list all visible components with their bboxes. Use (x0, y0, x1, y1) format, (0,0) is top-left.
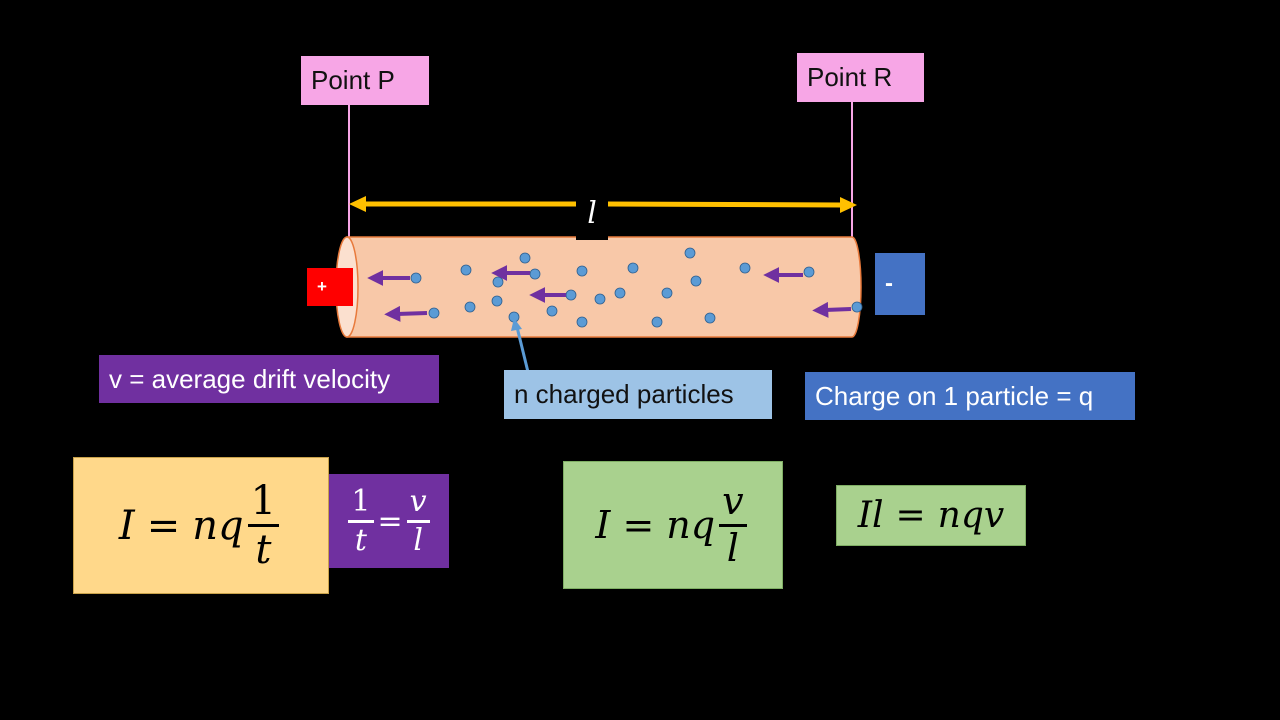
length-symbol: l (576, 186, 608, 240)
particle (428, 307, 440, 319)
particle (594, 293, 606, 305)
particle (661, 287, 673, 299)
length-arrow (349, 196, 857, 213)
positive-terminal: + (307, 268, 353, 306)
drift-velocity-label: v = average drift velocity (99, 355, 439, 403)
point-p-label: Point P (301, 56, 429, 105)
particle (614, 287, 626, 299)
equation-current-time: I = nq 1 t (73, 457, 329, 594)
particle (651, 316, 663, 328)
particle (546, 305, 558, 317)
particle (529, 268, 541, 280)
particle-pointer (515, 326, 530, 373)
particle (627, 262, 639, 274)
particle (704, 312, 716, 324)
particle (491, 295, 503, 307)
drift-arrows (367, 265, 852, 322)
particle (410, 272, 422, 284)
negative-terminal: - (875, 253, 925, 315)
charged-particles (410, 247, 863, 328)
particle (803, 266, 815, 278)
particle (690, 275, 702, 287)
particle (684, 247, 696, 259)
particle (519, 252, 531, 264)
particle (851, 301, 863, 313)
particle (576, 316, 588, 328)
particle (492, 276, 504, 288)
drift-arrow (384, 305, 428, 322)
particle (464, 301, 476, 313)
particle (460, 264, 472, 276)
drift-arrow (812, 301, 852, 318)
charged-particles-label: n charged particles (504, 370, 772, 419)
charge-per-particle-label: Charge on 1 particle = q (805, 372, 1135, 420)
particle (739, 262, 751, 274)
particle (565, 289, 577, 301)
equation-current-velocity: I = nq v l (563, 461, 783, 589)
point-r-label: Point R (797, 53, 924, 102)
particle (576, 265, 588, 277)
conductor-wire (335, 236, 862, 338)
equation-result: Il = nqv (836, 485, 1026, 546)
equation-time-velocity: 1 t = v l (329, 474, 449, 568)
